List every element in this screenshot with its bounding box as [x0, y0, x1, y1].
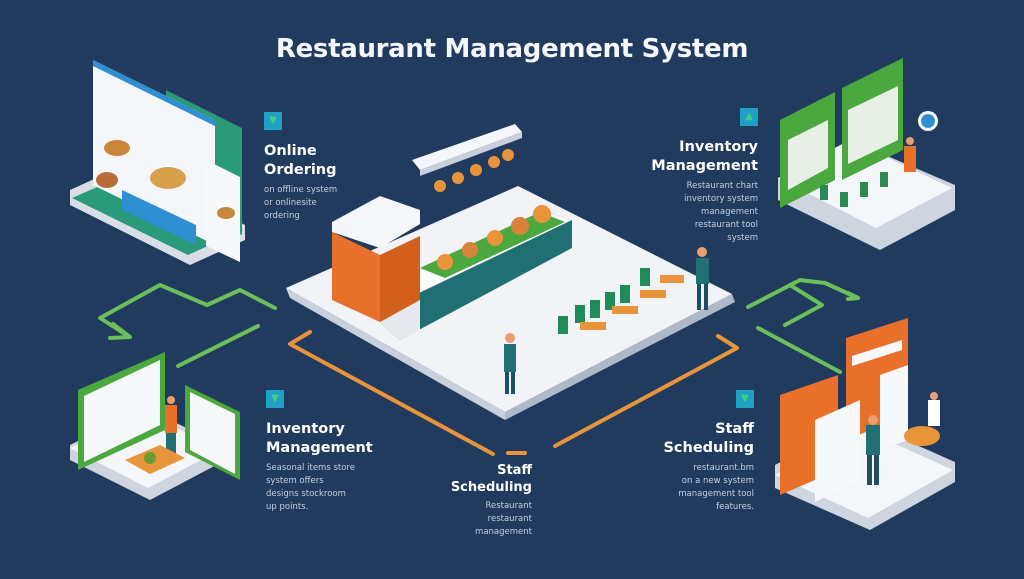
module-badge-icon: ▲	[740, 108, 758, 126]
module-inventory-management-bottom: ▼ Inventory Management Seasonal items st…	[266, 390, 373, 514]
overhead-shelf	[412, 124, 522, 192]
dining-tables	[558, 268, 684, 334]
module-online-ordering: ▼ Online Ordering on offline system or o…	[264, 112, 337, 223]
module-heading: Inventory Management	[651, 139, 758, 174]
module-badge-icon: ▼	[264, 112, 282, 130]
inventory-bottom-illustration	[70, 352, 240, 500]
module-inventory-management-top: ▲ Inventory Management Restaurant chart …	[646, 108, 758, 245]
green-connector-left	[98, 283, 277, 368]
center-platform	[286, 186, 735, 420]
waiter-figure	[504, 333, 516, 394]
staff-scheduling-illustration	[775, 318, 955, 530]
module-description: Restaurant chart inventory system manage…	[684, 181, 758, 243]
manager-figure	[696, 247, 709, 310]
inventory-top-illustration	[778, 58, 955, 250]
module-description: Seasonal items store system offers desig…	[266, 463, 355, 512]
page-title: Restaurant Management System	[275, 34, 749, 64]
green-connector-right	[746, 278, 860, 374]
module-description: Restaurant restaurant management	[475, 501, 532, 537]
module-heading: Staff Scheduling	[450, 463, 532, 495]
module-description: on offline system or onlinesite ordering	[264, 185, 338, 221]
orange-cabinet	[332, 196, 420, 322]
module-staff-scheduling-right: ▼ Staff Scheduling restaurant.bm on a ne…	[656, 390, 754, 514]
module-badge-icon: ▼	[736, 390, 754, 408]
module-heading: Inventory Management	[266, 421, 373, 456]
module-heading: Staff Scheduling	[663, 421, 754, 456]
kitchen-counter	[375, 205, 572, 340]
module-staff-scheduling-center: Staff Scheduling Restaurant restaurant m…	[440, 462, 532, 539]
orange-connector	[288, 330, 739, 456]
online-ordering-illustration	[70, 60, 245, 265]
module-heading: Online Ordering	[264, 143, 337, 178]
module-description: restaurant.bm on a new system management…	[678, 463, 754, 512]
module-badge-icon: ▼	[266, 390, 284, 408]
